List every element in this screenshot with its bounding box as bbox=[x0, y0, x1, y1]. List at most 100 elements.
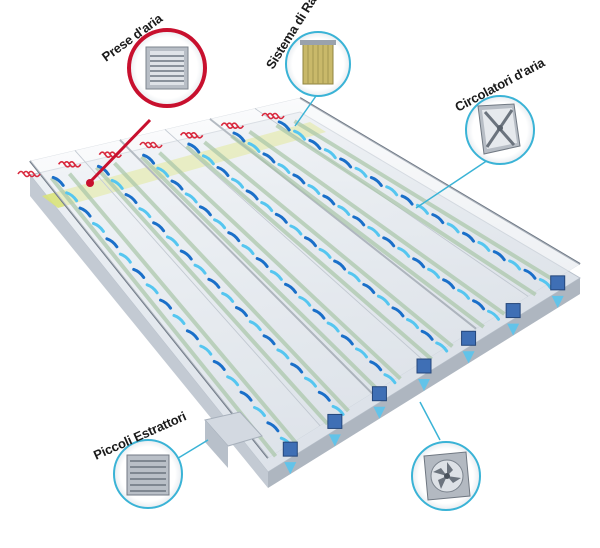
airflow-arrow bbox=[420, 329, 434, 341]
outflow-arrow bbox=[373, 406, 386, 419]
airflow-arrow bbox=[65, 191, 79, 203]
circulator-pointer bbox=[415, 159, 489, 209]
extractor-box bbox=[282, 441, 298, 457]
airflow-arrow bbox=[234, 306, 248, 318]
outflow-arrow bbox=[507, 323, 520, 336]
extractor-box bbox=[505, 303, 521, 319]
airflow-arrow bbox=[187, 142, 201, 154]
airflow-arrow bbox=[303, 236, 317, 248]
airflow-arrow bbox=[322, 194, 336, 206]
airflow-arrow bbox=[385, 185, 399, 197]
greenhouse-front-wall bbox=[30, 175, 268, 488]
airflow-arrow bbox=[269, 269, 283, 281]
airflow-arrow bbox=[339, 157, 353, 169]
airflow-arrow bbox=[284, 282, 298, 294]
outflow-arrow bbox=[551, 295, 564, 308]
airflow-arrow bbox=[362, 282, 376, 294]
airflow-arrow bbox=[318, 247, 332, 259]
airflow-arrow bbox=[262, 152, 276, 164]
airflow-arrow bbox=[216, 165, 230, 177]
airflow-arrow bbox=[472, 299, 486, 311]
red-air-wave bbox=[220, 122, 235, 129]
airflow-arrow bbox=[172, 313, 186, 325]
airflow-arrow bbox=[159, 298, 173, 310]
airflow-arrow bbox=[110, 178, 124, 190]
airflow-arrow bbox=[226, 375, 240, 387]
red-air-wave bbox=[22, 170, 36, 178]
airflow-arrow bbox=[477, 240, 491, 252]
airflow-arrow bbox=[442, 278, 456, 290]
airflow-arrow bbox=[323, 148, 337, 160]
plant-row bbox=[275, 123, 537, 297]
airflow-arrow bbox=[156, 166, 170, 178]
airflow-arrow bbox=[239, 390, 253, 402]
airflow-arrow bbox=[213, 218, 227, 230]
airflow-arrow bbox=[376, 294, 390, 306]
plant-row bbox=[95, 166, 330, 426]
airflow-arrow bbox=[276, 348, 290, 360]
airflow-arrow bbox=[446, 222, 460, 234]
exhaust-fan-icon bbox=[423, 451, 471, 501]
airflow-arrow bbox=[289, 224, 303, 236]
airflow-arrow bbox=[431, 213, 445, 225]
red-air-wave bbox=[179, 132, 194, 139]
airflow-arrow bbox=[326, 321, 340, 333]
plant-row bbox=[67, 172, 298, 445]
airflow-arrow bbox=[51, 175, 65, 187]
airflow-arrow bbox=[184, 192, 198, 204]
airflow-arrow bbox=[412, 257, 426, 269]
plant-row bbox=[248, 130, 506, 316]
airflow-arrow bbox=[124, 193, 138, 205]
airflow-arrow bbox=[198, 205, 212, 217]
airflow-arrow bbox=[179, 249, 193, 261]
outflow-arrow bbox=[284, 462, 297, 475]
airflow-arrow bbox=[91, 221, 105, 233]
red-air-wave bbox=[17, 170, 31, 178]
exhaust-pointer bbox=[419, 401, 441, 441]
airflow-arrow bbox=[170, 179, 184, 191]
air-intake-pointer bbox=[88, 118, 152, 184]
plant-row bbox=[158, 151, 402, 381]
extractor-box bbox=[371, 386, 387, 402]
airflow-arrow bbox=[298, 295, 312, 307]
airflow-arrow bbox=[400, 194, 414, 206]
red-air-wave bbox=[57, 161, 72, 168]
cooling-pad-icon bbox=[300, 40, 336, 85]
red-air-wave bbox=[225, 122, 240, 129]
airflow-arrow bbox=[293, 129, 307, 141]
airflow-arrow bbox=[262, 334, 276, 346]
airflow-arrow bbox=[397, 246, 411, 258]
small-extractor-icon bbox=[126, 454, 170, 496]
airflow-arrow bbox=[382, 236, 396, 248]
airflow-arrow bbox=[201, 154, 215, 166]
airflow-arrow bbox=[369, 360, 383, 372]
extractor-box bbox=[416, 358, 432, 374]
airflow-arrow bbox=[277, 162, 291, 174]
airflow-arrow bbox=[523, 268, 537, 280]
airflow-arrow bbox=[145, 283, 159, 295]
airflow-arrow bbox=[260, 201, 274, 213]
small-extractor-pointer bbox=[174, 439, 209, 461]
airflow-arrow bbox=[241, 244, 255, 256]
air-intake-icon bbox=[145, 46, 189, 90]
airflow-arrow bbox=[193, 263, 207, 275]
airflow-arrow bbox=[355, 347, 369, 359]
plant-row bbox=[113, 161, 350, 413]
plant-row bbox=[49, 176, 278, 458]
airflow-arrow bbox=[132, 267, 146, 279]
airflow-arrow bbox=[245, 189, 259, 201]
airflow-arrow bbox=[487, 309, 501, 321]
airflow-arrow bbox=[383, 373, 397, 385]
airflow-arrow bbox=[435, 341, 449, 353]
airflow-arrow bbox=[78, 206, 92, 218]
red-air-wave bbox=[184, 132, 199, 139]
airflow-arrow bbox=[221, 291, 235, 303]
airflow-arrow bbox=[290, 362, 304, 374]
red-air-wave bbox=[261, 112, 275, 120]
airflow-arrow bbox=[492, 250, 506, 262]
airflow-arrow bbox=[227, 231, 241, 243]
airflow-arrow bbox=[252, 405, 266, 417]
outflow-arrow bbox=[418, 379, 430, 391]
airflow-arrow bbox=[138, 207, 152, 219]
